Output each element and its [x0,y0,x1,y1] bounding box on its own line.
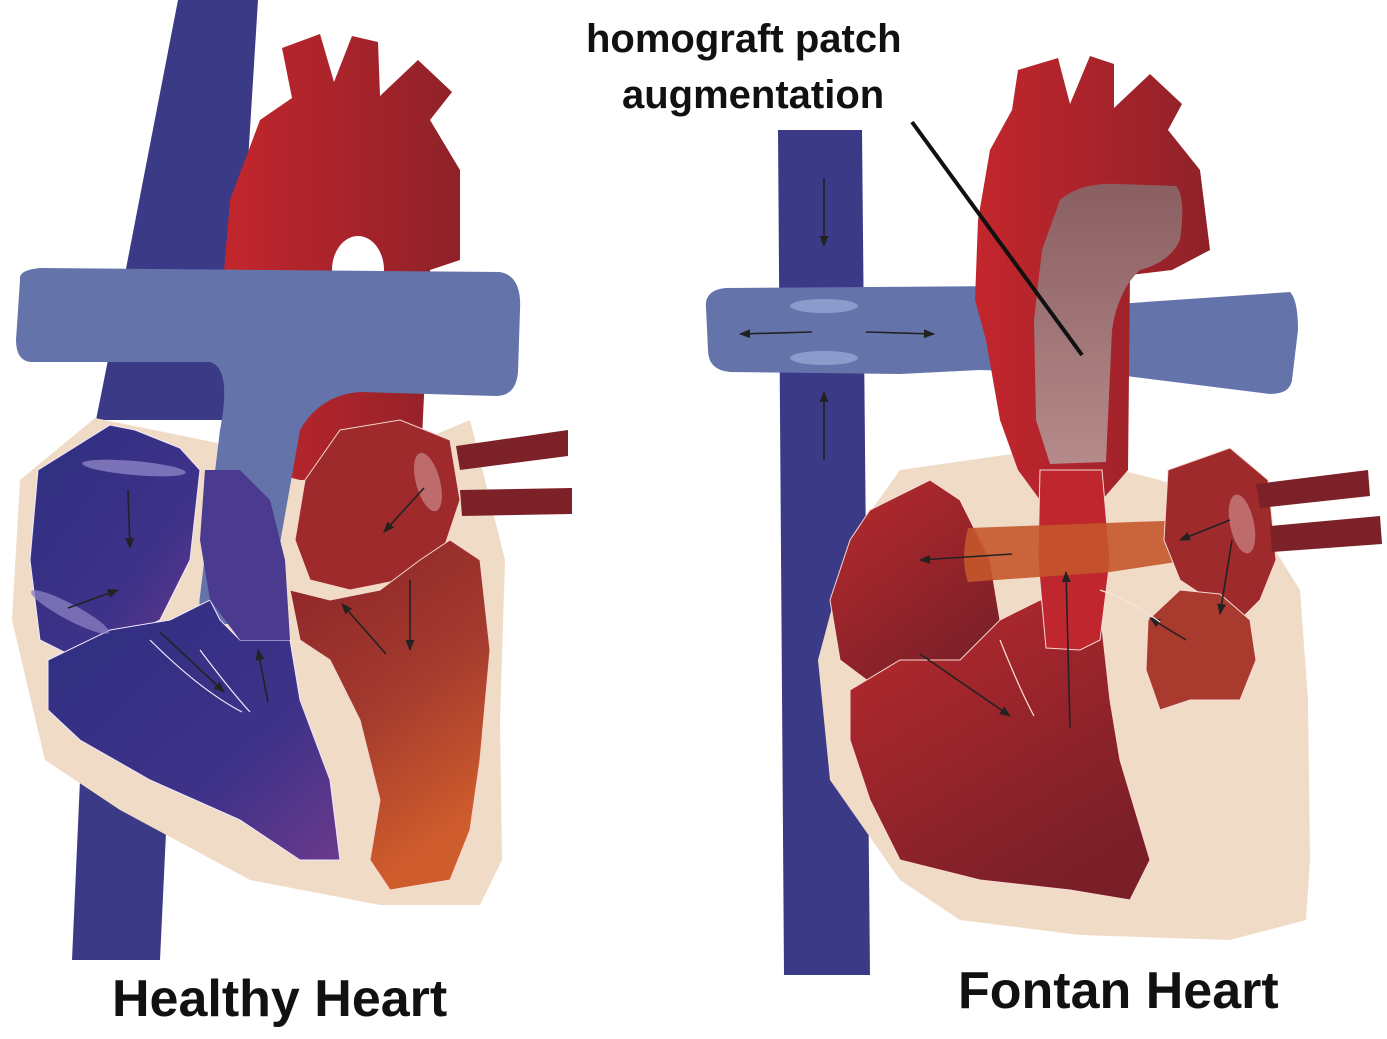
right-atrium-healthy [29,424,201,661]
shunt-band [964,520,1198,582]
inferior-vena-cava [72,780,168,960]
fontan-heart: homograft patch augmentation Fontan Hear… [586,17,1382,1020]
left-ventricle-fontan [1145,589,1257,711]
single-ventricle-fontan [849,599,1151,901]
flow-ellipse-upper [790,299,858,313]
valve-fontan [1228,494,1256,554]
right-ventricle-healthy [47,599,341,861]
pulmonary-veins-healthy [456,430,572,516]
tricuspid-valve-healthy [82,459,186,477]
annotation-line-1: homograft patch [586,17,902,61]
pulmonary-arteries-healthy [16,268,521,624]
homograft-patch [1034,183,1183,465]
right-outflow-healthy [200,470,290,640]
flow-arrows-cavopulmonary [738,178,936,460]
flow-arrows-fontan [918,519,1233,729]
chordae-healthy [149,639,251,713]
healthy-heart-label: Healthy Heart [112,970,447,1028]
flow-ellipse-lower [790,351,858,365]
flow-arrows-healthy [67,487,425,703]
pulmonary-veins-fontan [1256,470,1382,552]
healthy-heart: Healthy Heart [12,0,572,1028]
fontan-heart-label: Fontan Heart [958,962,1279,1020]
annotation-leader-line [910,120,1084,357]
chordae-fontan [999,589,1161,717]
annotation-line-2: augmentation [622,73,884,117]
left-ventricle-healthy [289,539,491,891]
mitral-valve-healthy [414,452,442,512]
left-atrium-fontan [1163,447,1277,621]
pulmonary-valve-healthy [30,590,110,634]
